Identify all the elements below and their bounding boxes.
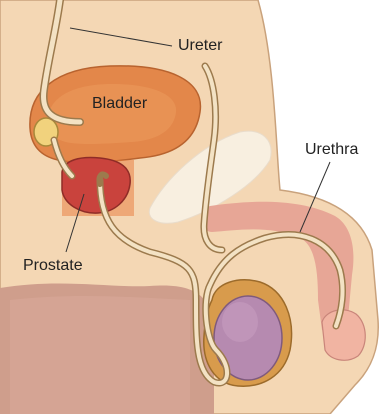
thigh-highlight: [10, 296, 190, 414]
urethra-label: Urethra: [305, 142, 358, 158]
bladder-inner: [48, 84, 176, 144]
testis-shine: [222, 302, 258, 342]
bladder-label: Bladder: [92, 96, 147, 112]
ureter-label: Ureter: [178, 38, 222, 54]
prostate-label: Prostate: [23, 258, 83, 274]
glans: [322, 310, 365, 360]
prostate: [62, 158, 130, 214]
